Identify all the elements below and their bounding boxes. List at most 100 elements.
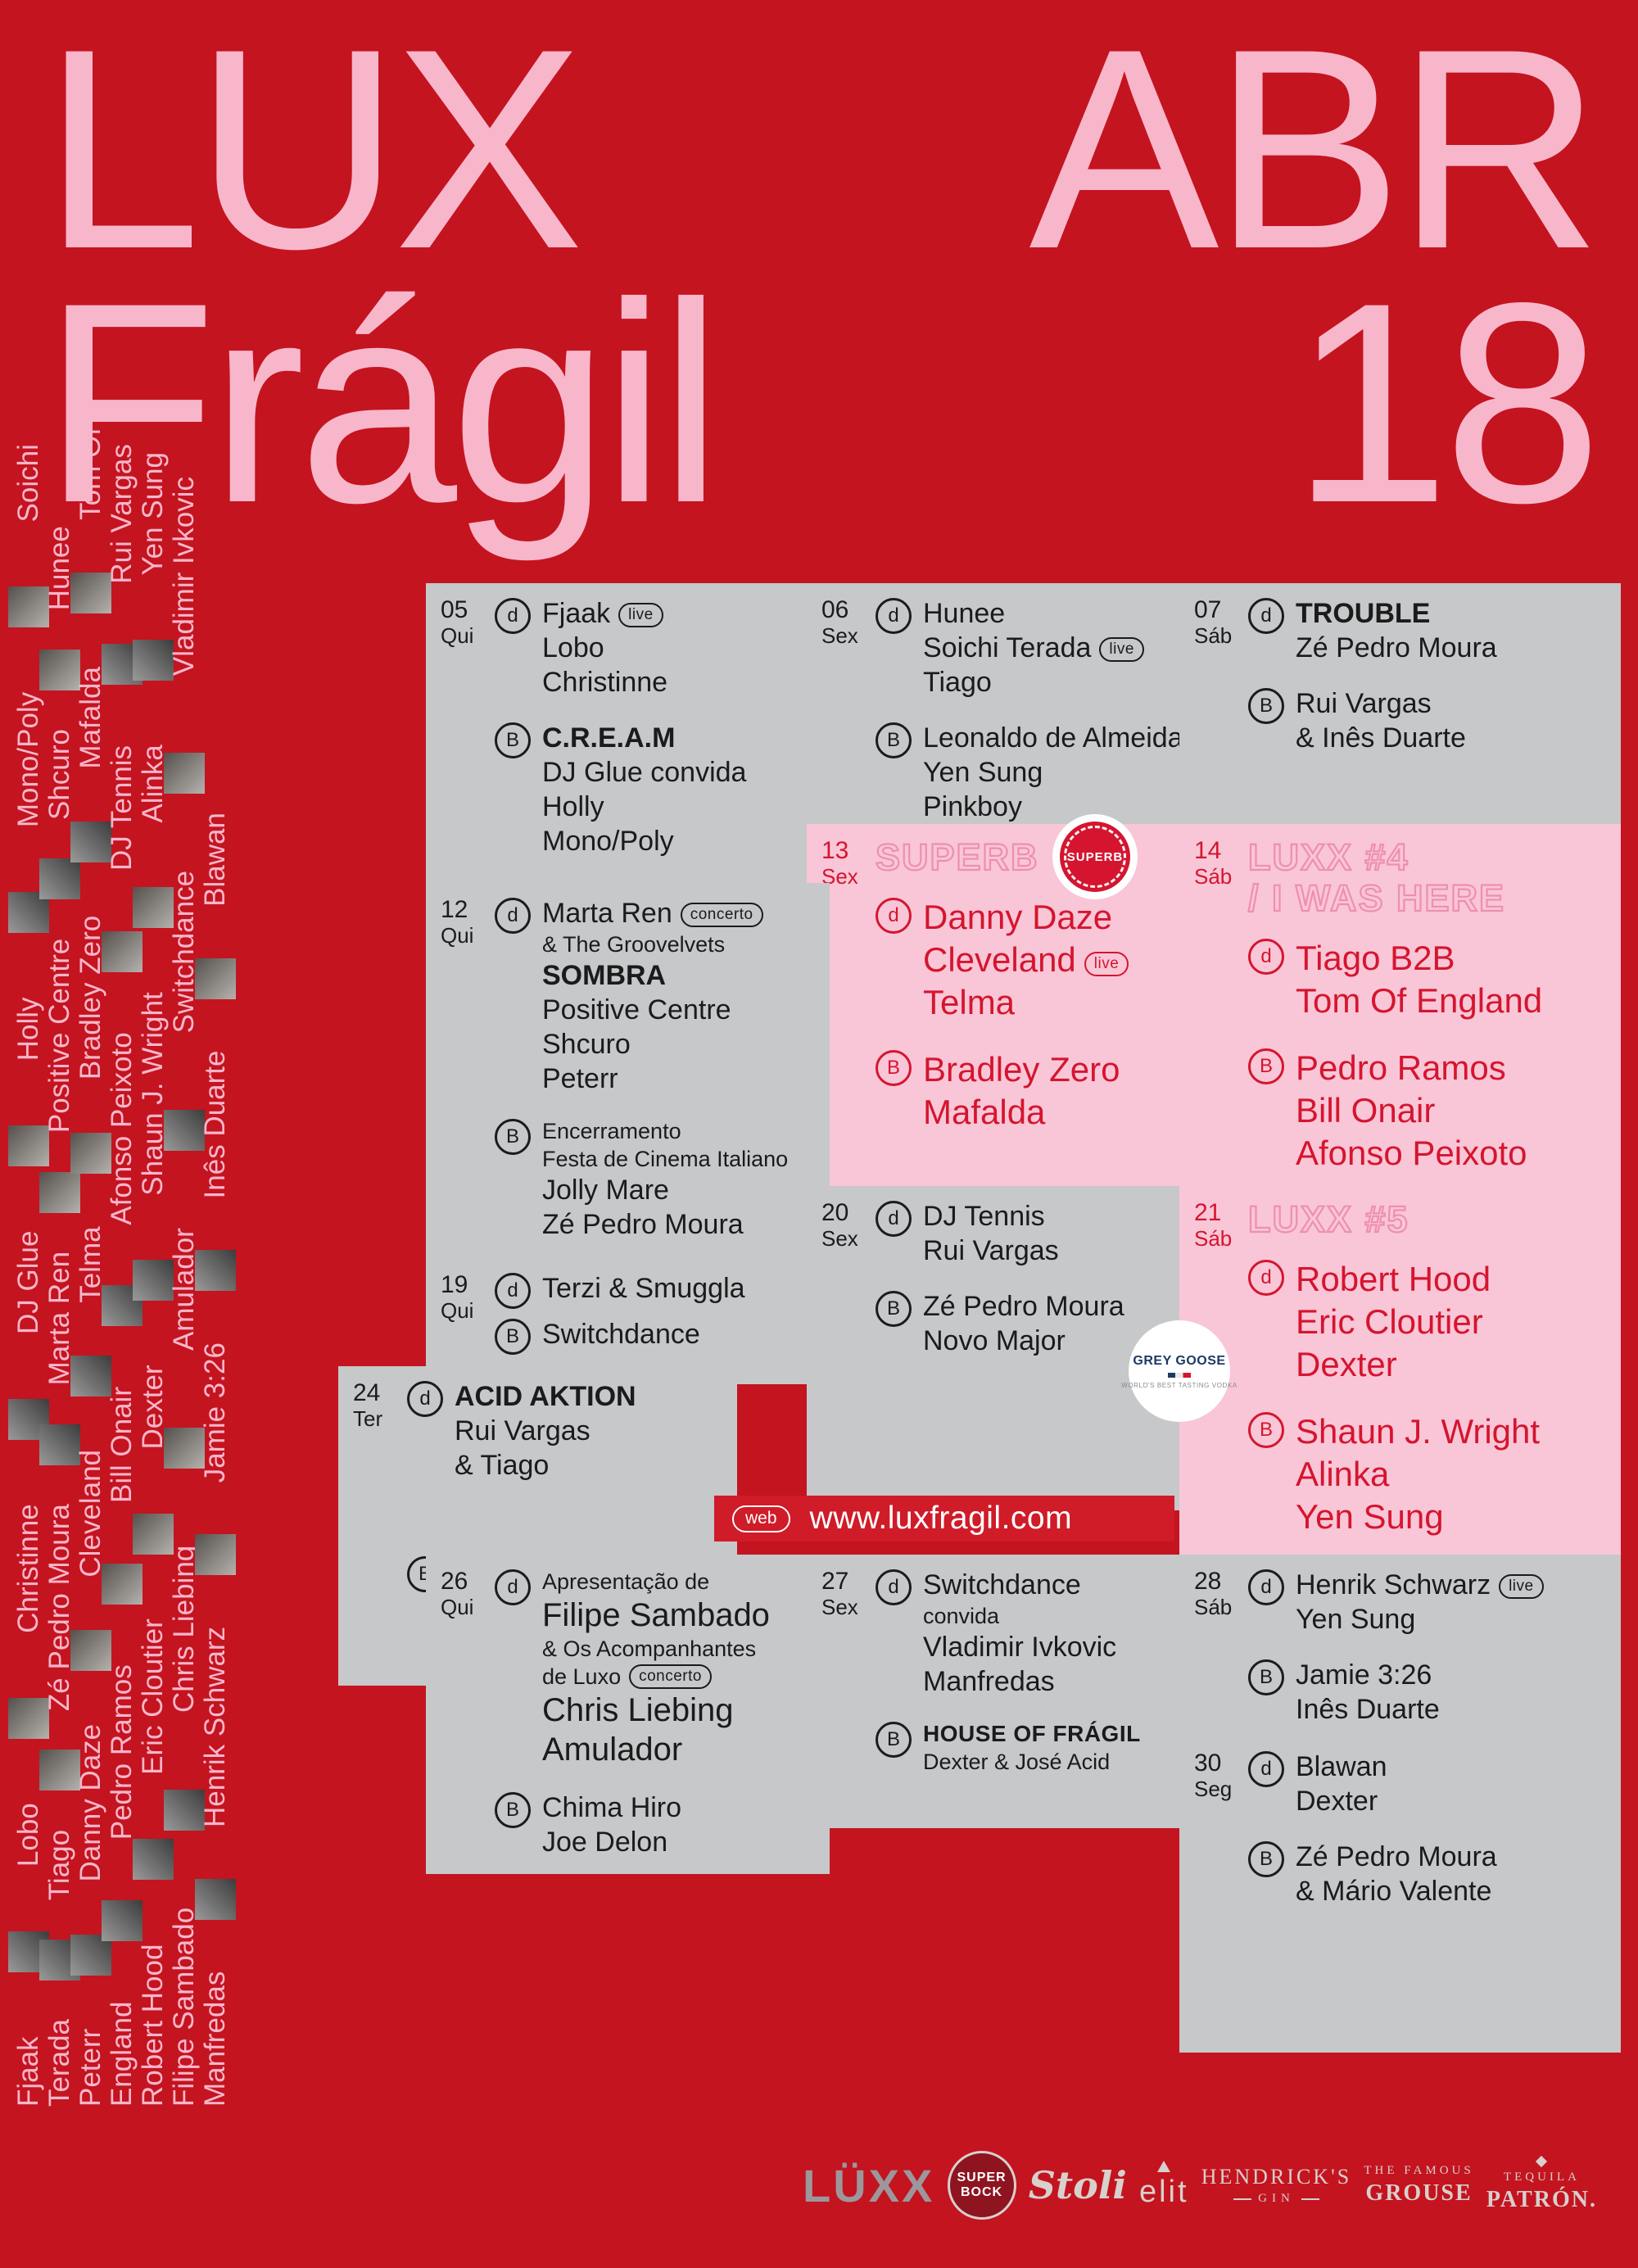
dancefloor-marker-icon: d bbox=[876, 1569, 912, 1605]
artist-photo bbox=[39, 858, 80, 900]
day-number: 14 bbox=[1194, 837, 1222, 864]
artist-line: Peterr bbox=[542, 1063, 618, 1094]
artist-line: Inês Duarte bbox=[1296, 1694, 1440, 1725]
patron-wordmark: PATRÓN. bbox=[1486, 2187, 1597, 2212]
artist-line: Robert Hood bbox=[1296, 1260, 1491, 1298]
dancefloor-section: d TROUBLE Zé Pedro Moura bbox=[1248, 596, 1608, 665]
artist-line: Dexter & José Acid bbox=[923, 1750, 1111, 1774]
dancefloor-section: d ACID AKTION Rui Vargas & Tiago bbox=[407, 1379, 724, 1483]
bar-marker-icon: B bbox=[876, 1722, 912, 1758]
day-number: 24 bbox=[353, 1379, 381, 1406]
day-number: 28 bbox=[1194, 1568, 1222, 1595]
dancefloor-marker-icon: d bbox=[495, 1273, 531, 1309]
sponsor-logo-famous-grouse: THE FAMOUS GROUSE bbox=[1364, 2164, 1473, 2207]
artist-line: Rui Vargas bbox=[1296, 688, 1432, 719]
artist-line: Terzi & Smuggla bbox=[542, 1273, 745, 1304]
sidebar-artist-name: Manfredas bbox=[199, 1971, 231, 2107]
day-number: 30 bbox=[1194, 1750, 1222, 1777]
artist-line: Chima Hiro bbox=[542, 1792, 682, 1823]
event-note: convida bbox=[923, 1604, 1000, 1628]
day-number: 27 bbox=[821, 1568, 849, 1595]
artist-line: Manfredas bbox=[923, 1666, 1055, 1697]
event-card-07: 07 Sáb d TROUBLE Zé Pedro Moura B Rui Va… bbox=[1179, 583, 1621, 847]
event-date: 30 Seg bbox=[1194, 1750, 1242, 2038]
sidebar-artist-name: DJ Tennis bbox=[106, 745, 138, 871]
weekday: Qui bbox=[441, 1594, 474, 1619]
day-number: 19 bbox=[441, 1271, 468, 1298]
stoli-wordmark: Stoli bbox=[1028, 2163, 1127, 2207]
artist-line: Jolly Mare bbox=[542, 1175, 669, 1206]
artist-line: Christinne bbox=[542, 667, 668, 698]
event-date: 21 Sáb bbox=[1194, 1199, 1242, 1551]
artist-photo bbox=[195, 1250, 236, 1292]
weekday: Sex bbox=[821, 1225, 858, 1251]
artist-photo bbox=[39, 1171, 80, 1213]
dancefloor-marker-icon: d bbox=[1248, 1751, 1284, 1787]
bar-section: B Rui Vargas & Inês Duarte bbox=[1248, 686, 1608, 755]
sidebar-artist-name: Zé Pedro Moura bbox=[43, 1504, 75, 1712]
artist-line: SOMBRA bbox=[542, 960, 667, 991]
artist-line: Yen Sung bbox=[1296, 1497, 1444, 1536]
headline-month: ABR bbox=[1029, 0, 1602, 308]
artist-photo bbox=[195, 1878, 236, 1920]
weekday: Seg bbox=[1194, 1776, 1233, 1801]
sponsor-logo-elit: elit bbox=[1139, 2161, 1189, 2210]
web-pill: web bbox=[732, 1505, 790, 1532]
artist-line: Zé Pedro Moura bbox=[1296, 632, 1497, 663]
weekday: Qui bbox=[441, 922, 474, 948]
dancefloor-marker-icon: d bbox=[876, 898, 912, 934]
artist-line: Switchdance bbox=[542, 1319, 700, 1350]
dancefloor-marker-icon: d bbox=[876, 598, 912, 634]
weekday: Sáb bbox=[1194, 1225, 1233, 1251]
bar-marker-icon: B bbox=[495, 1319, 531, 1355]
sponsor-logo-luxx: LÜXX bbox=[803, 2159, 934, 2212]
artist-line: Blawan bbox=[1296, 1751, 1387, 1782]
day-number: 06 bbox=[821, 596, 849, 623]
artist-line: Zé Pedro Moura bbox=[542, 1209, 744, 1240]
artist-line: Shcuro bbox=[542, 1029, 631, 1060]
sidebar-artist-name: Lobo bbox=[12, 1803, 44, 1867]
weekday: Sáb bbox=[1194, 863, 1233, 889]
superb-cap-badge: SUPERB bbox=[1052, 814, 1138, 899]
bar-marker-icon: B bbox=[1248, 1412, 1284, 1448]
day-number: 20 bbox=[821, 1199, 849, 1226]
event-note: Encerramento bbox=[542, 1119, 681, 1143]
sidebar-artist-name: Peterr bbox=[75, 2028, 106, 2107]
artist-line: DJ Glue convida bbox=[542, 757, 747, 788]
event-card-27: 27 Sex d Switchdance convida Vladimir Iv… bbox=[807, 1555, 1202, 1828]
sidebar-artist-name: DJ Glue bbox=[12, 1230, 44, 1335]
live-pill: live bbox=[1099, 637, 1144, 662]
bar-marker-icon: B bbox=[876, 722, 912, 758]
artist-line: Dexter bbox=[1296, 1786, 1378, 1817]
sidebar-artist-name: Terada bbox=[43, 2018, 75, 2107]
event-card-13: SUPERB 13 Sex SUPERB d Danny Daze Clevel… bbox=[807, 814, 1202, 1204]
greygoose-badge: GREY GOOSE WORLD'S BEST TASTING VODKA bbox=[1121, 1320, 1237, 1422]
event-card-14: 14 Sáb LUXX #4 / I WAS HERE d Tiago B2B … bbox=[1179, 824, 1621, 1204]
headline-year: 18 bbox=[1291, 243, 1602, 562]
bar-marker-icon: B bbox=[1248, 1659, 1284, 1695]
bar-section: B C.R.E.A.M DJ Glue convida Holly Mono/P… bbox=[495, 721, 817, 858]
event-date: 26 Qui bbox=[441, 1568, 488, 1859]
dancefloor-marker-icon: d bbox=[495, 598, 531, 634]
sidebar-artist-name: Afonso Peixoto bbox=[106, 1032, 138, 1225]
headline-row-2: Frágil 18 bbox=[43, 243, 1602, 562]
bar-marker-icon: B bbox=[876, 1050, 912, 1086]
artist-line: Yen Sung bbox=[1296, 1604, 1416, 1635]
artist-line: Yen Sung bbox=[923, 757, 1043, 788]
artist-photo bbox=[133, 1839, 174, 1881]
event-title: SUPERB bbox=[875, 835, 1039, 878]
greygoose-logo-text: GREY GOOSE bbox=[1133, 1353, 1226, 1368]
artist-line: Dexter bbox=[1296, 1345, 1397, 1383]
event-note: HOUSE OF FRÁGIL bbox=[923, 1721, 1141, 1746]
headline-row-1: LUX ABR bbox=[43, 0, 1602, 308]
dancefloor-section: d Blawan Dexter bbox=[1248, 1750, 1608, 1818]
concerto-pill: concerto bbox=[629, 1664, 712, 1689]
